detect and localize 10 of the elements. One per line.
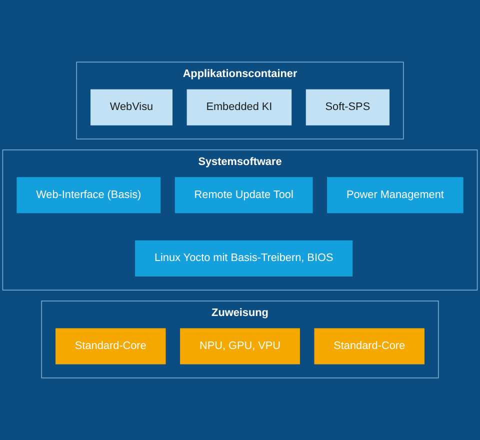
- component-box: Soft-SPS: [306, 89, 390, 126]
- core-box: Standard-Core: [314, 328, 424, 364]
- component-box: Embedded KI: [186, 89, 292, 126]
- platform-bar: Linux Yocto mit Basis-Treibern, BIOS: [135, 240, 353, 276]
- core-box: Standard-Core: [56, 328, 166, 364]
- component-box: WebVisu: [90, 89, 172, 126]
- core-box: NPU, GPU, VPU: [180, 328, 300, 364]
- component-box: Web-Interface (Basis): [16, 177, 161, 214]
- component-box: Remote Update Tool: [174, 177, 313, 214]
- component-box: Power Management: [327, 177, 464, 214]
